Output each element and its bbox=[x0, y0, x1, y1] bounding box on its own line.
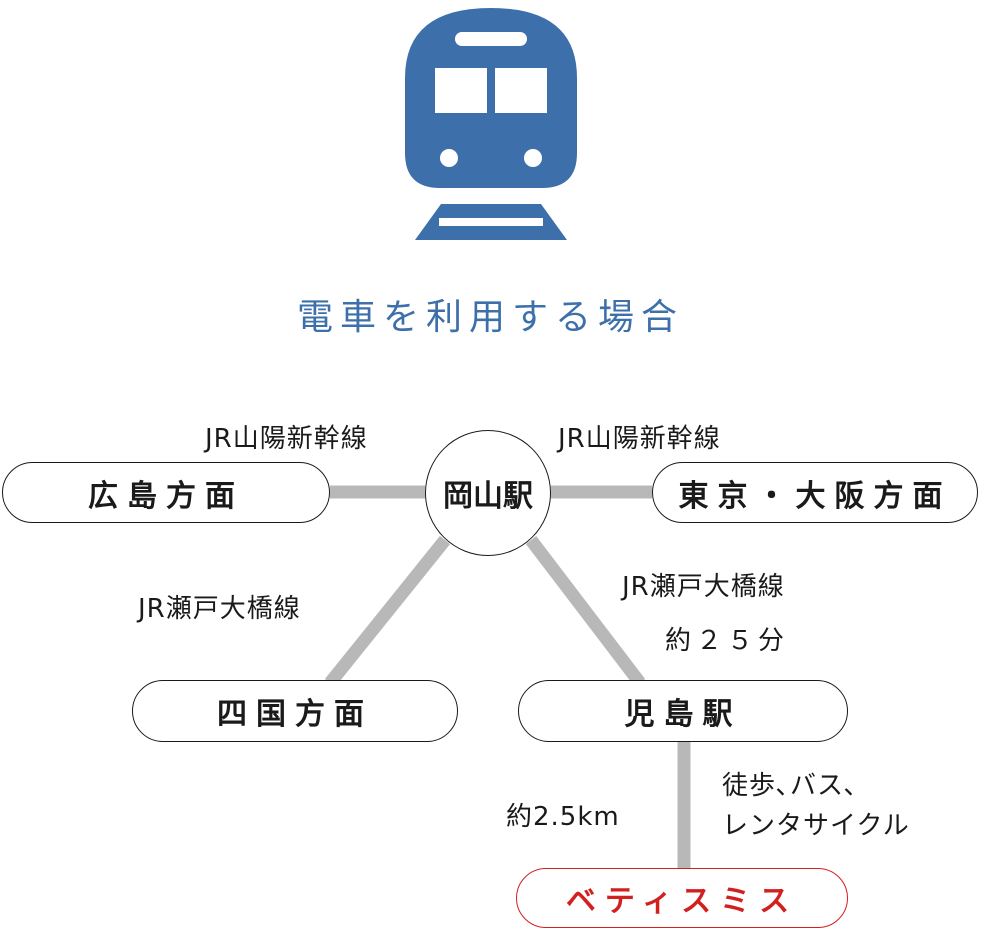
place-kojima-station: 児島駅 bbox=[518, 680, 848, 742]
hub-label: 岡山駅 bbox=[443, 479, 533, 514]
route-label-sanyo-left: JR山陽新幹線 bbox=[205, 424, 368, 454]
access-methods-label: 徒歩､バス､ レンタサイクル bbox=[722, 766, 910, 846]
place-kojima-label: 児島駅 bbox=[624, 697, 742, 732]
destination-box: ベティスミス bbox=[516, 868, 848, 928]
travel-time-label: 約２５分 bbox=[665, 626, 790, 656]
distance-label: 約2.5km bbox=[506, 802, 620, 832]
hub-okayama-station: 岡山駅 bbox=[425, 430, 551, 556]
place-hiroshima-label: 広島方面 bbox=[88, 478, 244, 514]
line-shikoku bbox=[324, 535, 451, 688]
route-label-seto-right: JR瀬戸大橋線 bbox=[622, 572, 785, 602]
access-methods-line-2: レンタサイクル bbox=[722, 811, 910, 841]
route-label-sanyo-right: JR山陽新幹線 bbox=[558, 424, 721, 454]
place-tokyo-osaka-label: 東京・大阪方面 bbox=[678, 478, 952, 514]
place-tokyo-osaka: 東京・大阪方面 bbox=[652, 462, 978, 523]
place-shikoku: 四国方面 bbox=[132, 680, 458, 742]
line-kojima bbox=[525, 536, 646, 687]
page-title: 電車を利用する場合 bbox=[296, 297, 684, 338]
access-methods-line-1: 徒歩､バス､ bbox=[722, 771, 859, 801]
place-hiroshima: 広島方面 bbox=[2, 462, 330, 523]
train-icon bbox=[405, 8, 577, 240]
place-shikoku-label: 四国方面 bbox=[217, 697, 373, 732]
destination-label: ベティスミス bbox=[565, 884, 799, 919]
route-label-seto-left: JR瀬戸大橋線 bbox=[138, 594, 301, 624]
